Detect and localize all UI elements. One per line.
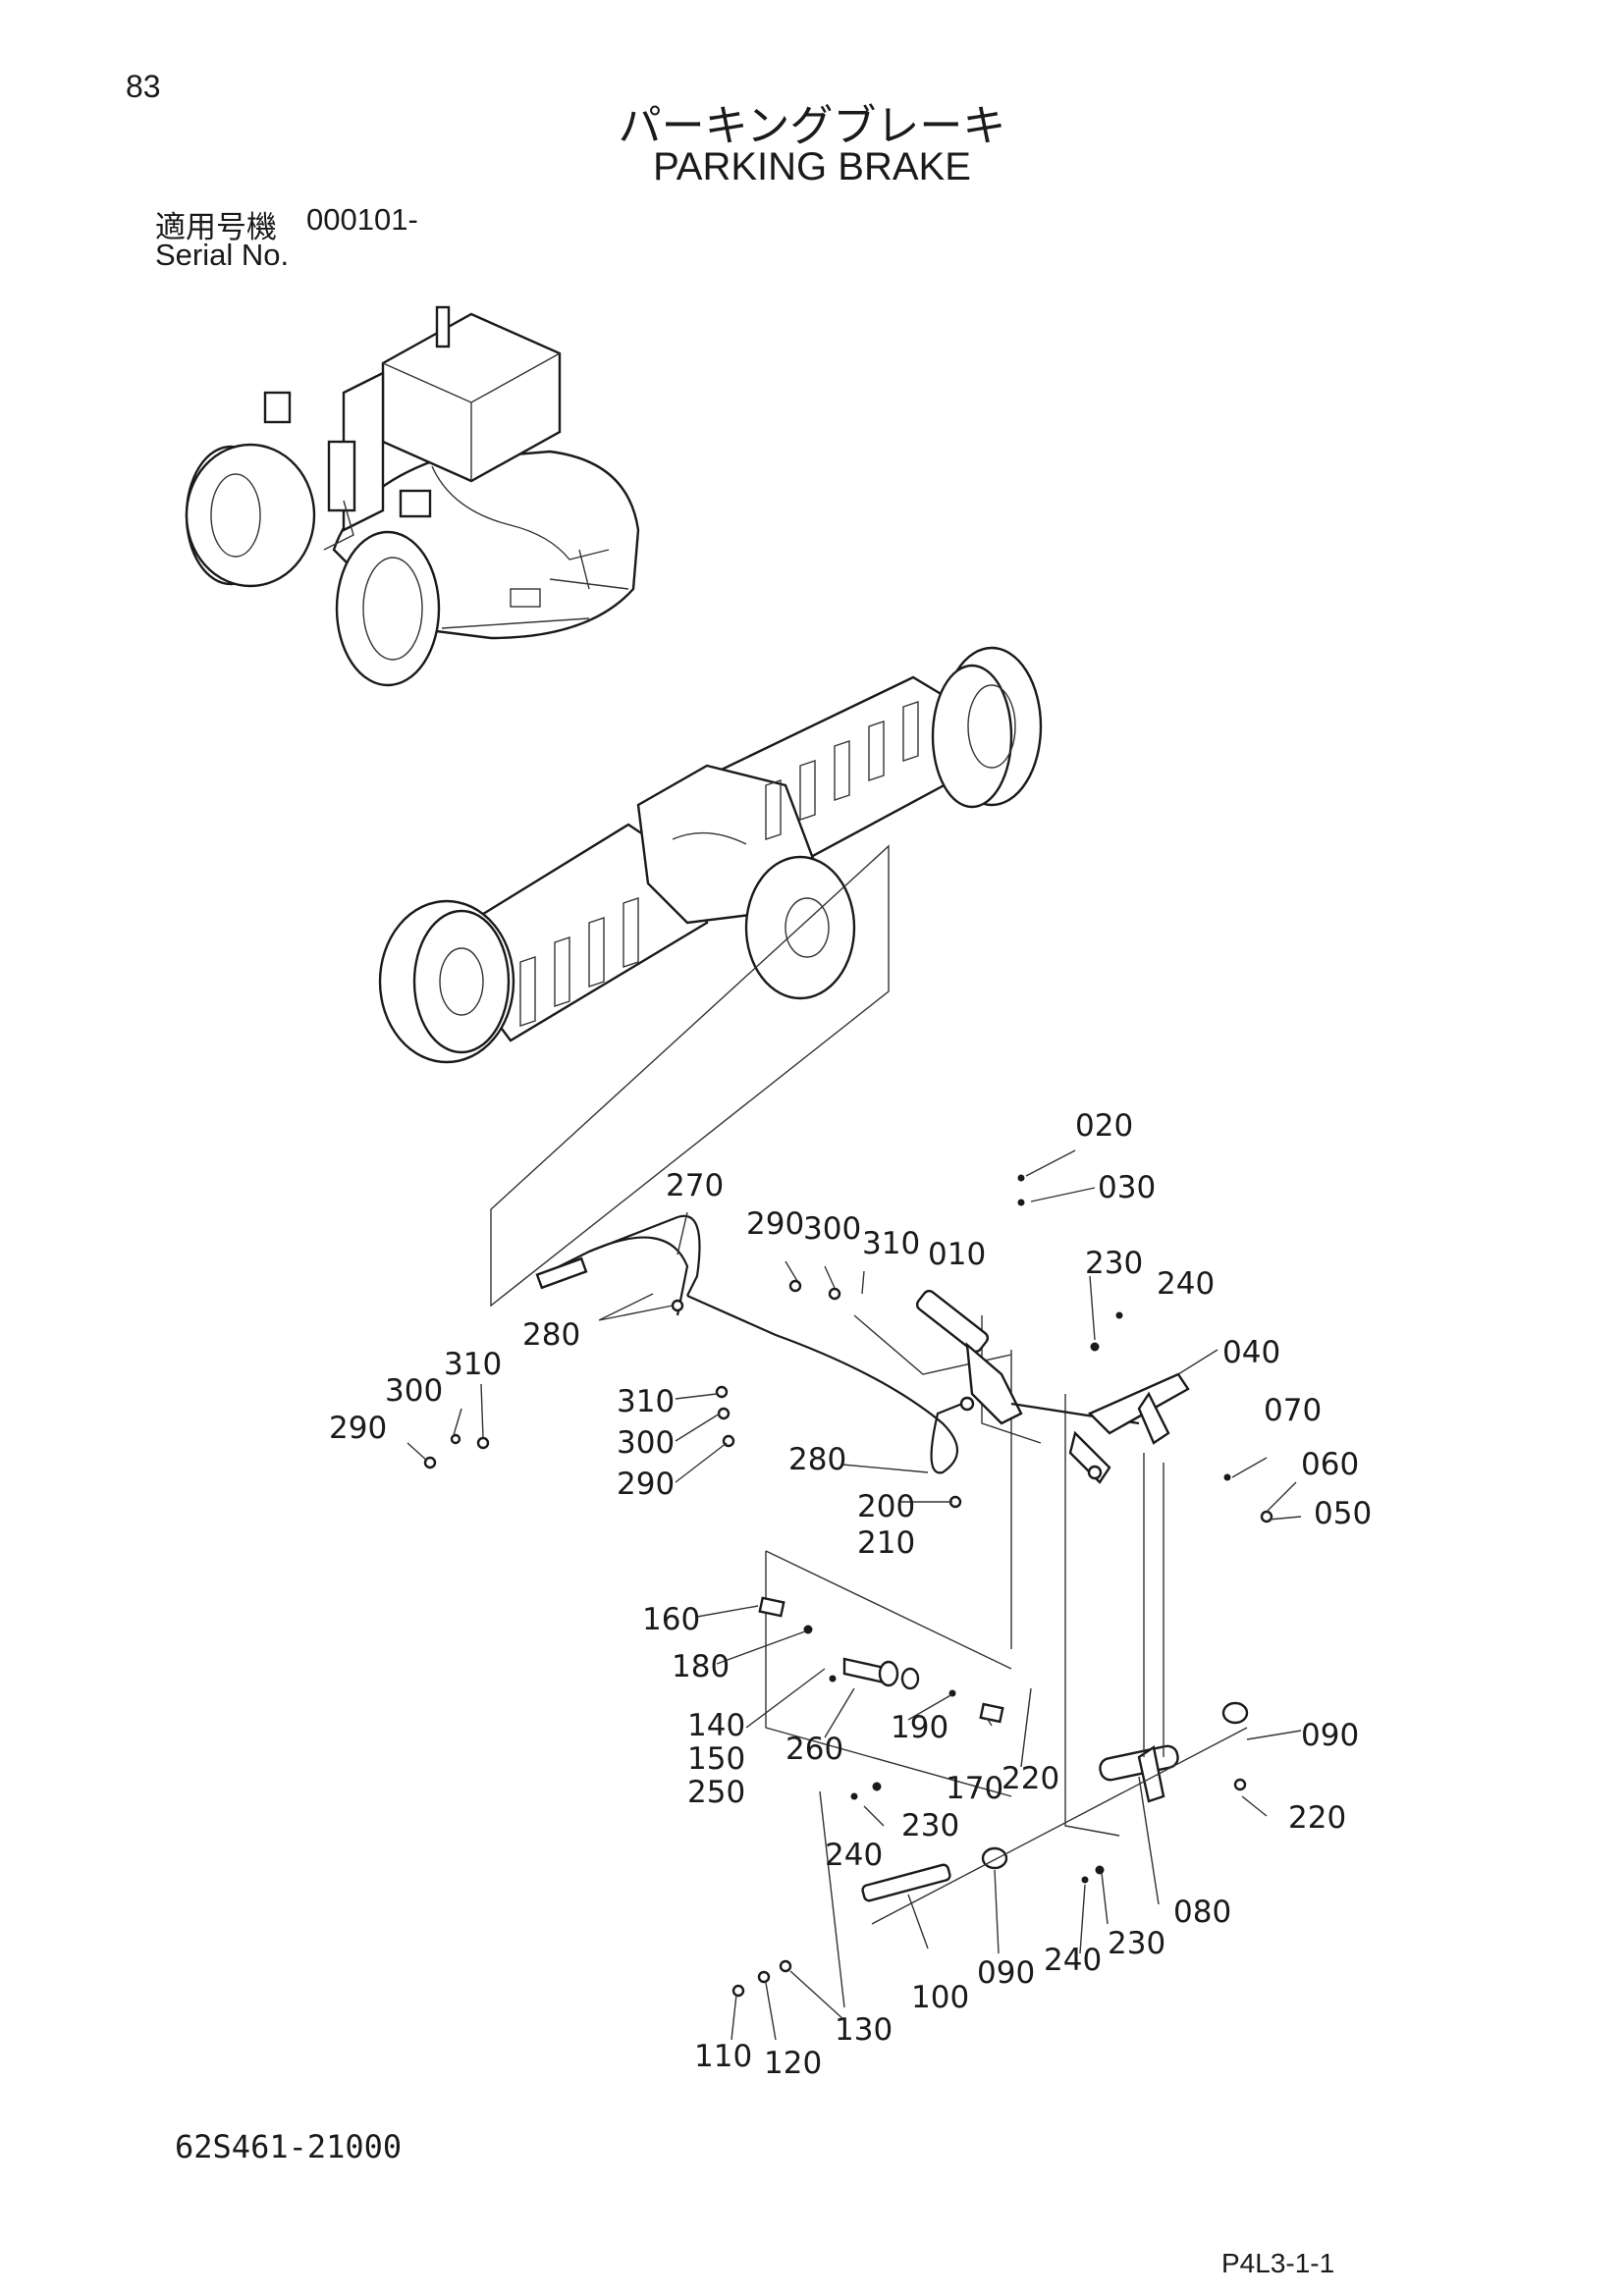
callout-240-bottom: 240 — [1044, 1943, 1102, 1978]
callout-310-left: 310 — [444, 1347, 502, 1382]
callout-050: 050 — [1314, 1496, 1372, 1531]
callout-110: 110 — [694, 2039, 752, 2074]
part-number: 62S461-21000 — [175, 2128, 403, 2165]
pedal-linkage — [758, 1453, 1249, 1925]
callout-080: 080 — [1173, 1895, 1231, 1930]
callout-090-right: 090 — [1301, 1718, 1359, 1753]
callout-230-bottom: 230 — [1108, 1926, 1165, 1961]
callout-310-mid: 310 — [617, 1384, 675, 1419]
callout-140: 140 — [687, 1708, 745, 1743]
callout-290-left: 290 — [329, 1411, 387, 1446]
callout-280-left: 280 — [522, 1317, 580, 1353]
callout-220-mid: 220 — [1001, 1761, 1059, 1796]
callout-230-top: 230 — [1085, 1246, 1143, 1281]
parking-brake-cable — [535, 1214, 975, 1474]
callout-160: 160 — [642, 1602, 700, 1637]
callout-230-mid: 230 — [901, 1808, 959, 1843]
callout-220-right: 220 — [1288, 1800, 1346, 1836]
title-english: PARKING BRAKE — [653, 145, 971, 188]
serial-value: 000101- — [306, 202, 418, 237]
title-japanese: パーキングブレーキ — [618, 101, 1006, 151]
callout-300-left: 300 — [385, 1373, 443, 1409]
callout-260: 260 — [785, 1732, 843, 1767]
callout-120: 120 — [764, 2046, 822, 2081]
callout-040: 040 — [1222, 1335, 1280, 1370]
callout-190: 190 — [891, 1710, 948, 1745]
callout-270: 270 — [666, 1168, 724, 1203]
callout-170: 170 — [946, 1771, 1003, 1806]
page-number: 83 — [126, 69, 161, 104]
callout-150: 150 — [687, 1741, 745, 1777]
callout-280-mid: 280 — [788, 1442, 846, 1477]
serial-label-english: Serial No. — [155, 238, 290, 272]
axle-illustration — [378, 646, 1043, 1064]
callout-300-top: 300 — [803, 1211, 861, 1247]
callout-200: 200 — [857, 1489, 915, 1524]
callout-130: 130 — [835, 2012, 893, 2048]
callout-100: 100 — [911, 1980, 969, 2015]
serial-label-japanese: 適用号機 — [155, 210, 277, 245]
callout-300-mid: 300 — [617, 1425, 675, 1461]
callout-210: 210 — [857, 1525, 915, 1561]
loader-illustration — [185, 305, 640, 687]
callout-240-top: 240 — [1157, 1266, 1215, 1302]
callout-labels: 020 030 270 290 300 310 010 230 240 040 … — [329, 1108, 1372, 2081]
callout-020: 020 — [1075, 1108, 1133, 1144]
parking-lever — [915, 1289, 1190, 1484]
callout-030: 030 — [1098, 1170, 1156, 1205]
callout-250: 250 — [687, 1775, 745, 1810]
callout-060: 060 — [1301, 1447, 1359, 1482]
callout-180: 180 — [672, 1649, 730, 1684]
callout-290-mid: 290 — [617, 1467, 675, 1502]
callout-310-top: 310 — [862, 1226, 920, 1261]
callout-090-bottom: 090 — [977, 1955, 1035, 1991]
callout-290-top: 290 — [746, 1206, 804, 1242]
page-code: P4L3-1-1 — [1221, 2248, 1335, 2278]
callout-240-mid: 240 — [825, 1838, 883, 1873]
leader-lines — [406, 1149, 1302, 2041]
callout-070: 070 — [1264, 1393, 1322, 1428]
callout-010: 010 — [928, 1237, 986, 1272]
